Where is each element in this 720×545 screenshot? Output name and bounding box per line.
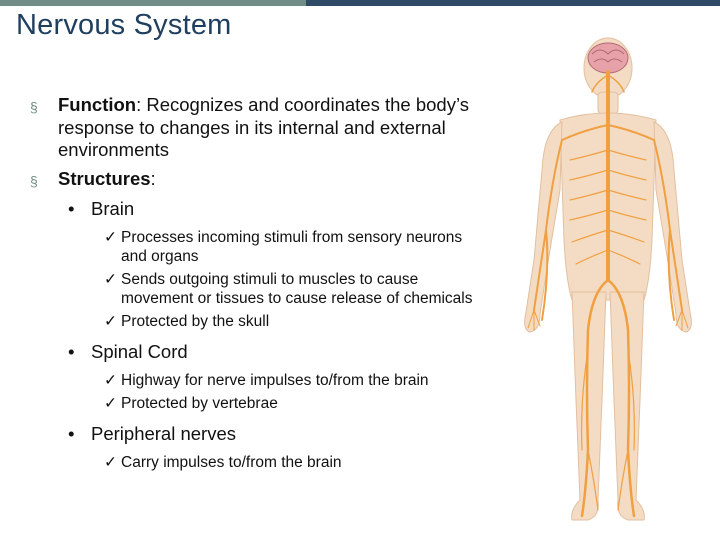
detail-text: Protected by vertebrae bbox=[121, 395, 278, 412]
nerve-network bbox=[527, 70, 689, 518]
structure-peripheral-nerves: • Peripheral nerves bbox=[30, 423, 490, 445]
checkmark-icon: ✓ bbox=[104, 229, 117, 246]
slide-title: Nervous System bbox=[16, 9, 232, 41]
structure-brain: • Brain bbox=[30, 198, 490, 220]
nervous-system-illustration bbox=[500, 30, 720, 540]
bullet-list: § Function: Recognizes and coordinates t… bbox=[30, 94, 490, 472]
detail-item: ✓ Carry impulses to/from the brain bbox=[30, 454, 490, 473]
top-accent-bar bbox=[0, 0, 720, 6]
detail-item: ✓ Highway for nerve impulses to/from the… bbox=[30, 372, 490, 391]
structure-name: Spinal Cord bbox=[91, 340, 188, 362]
detail-text: Highway for nerve impulses to/from the b… bbox=[121, 371, 429, 389]
detail-text: Processes incoming stimuli from sensory … bbox=[121, 229, 463, 265]
structure-name: Peripheral nerves bbox=[91, 422, 236, 444]
dot-bullet-icon: • bbox=[68, 340, 75, 362]
detail-text: Sends outgoing stimuli to muscles to cau… bbox=[121, 271, 473, 307]
checkmark-icon: ✓ bbox=[104, 271, 117, 288]
square-bullet-icon: § bbox=[30, 99, 38, 115]
structure-spinal-cord: • Spinal Cord bbox=[30, 341, 490, 363]
bullet-structures: § Structures: bbox=[30, 168, 490, 191]
checkmark-icon: ✓ bbox=[104, 395, 117, 412]
function-text: : Recognizes and coordinates the body’s … bbox=[58, 94, 469, 160]
detail-text: Carry impulses to/from the brain bbox=[121, 453, 342, 471]
accent-bar-right bbox=[306, 0, 720, 6]
detail-item: ✓ Sends outgoing stimuli to muscles to c… bbox=[30, 271, 490, 308]
detail-item: ✓ Processes incoming stimuli from sensor… bbox=[30, 229, 490, 266]
structures-label: Structures bbox=[58, 167, 151, 189]
dot-bullet-icon: • bbox=[68, 198, 75, 219]
brain-shape bbox=[587, 42, 629, 74]
detail-item: ✓ Protected by the skull bbox=[30, 313, 490, 332]
checkmark-icon: ✓ bbox=[104, 313, 117, 330]
function-label: Function bbox=[58, 94, 137, 115]
dot-bullet-icon: • bbox=[68, 422, 75, 444]
checkmark-icon: ✓ bbox=[104, 371, 117, 389]
bullet-function: § Function: Recognizes and coordinates t… bbox=[30, 94, 490, 162]
structure-name: Brain bbox=[91, 198, 135, 219]
accent-bar-left bbox=[0, 0, 306, 6]
detail-text: Protected by the skull bbox=[121, 313, 270, 330]
detail-item: ✓ Protected by vertebrae bbox=[30, 395, 490, 414]
checkmark-icon: ✓ bbox=[104, 453, 117, 471]
square-bullet-icon: § bbox=[30, 172, 38, 189]
structures-text: : bbox=[150, 167, 156, 189]
